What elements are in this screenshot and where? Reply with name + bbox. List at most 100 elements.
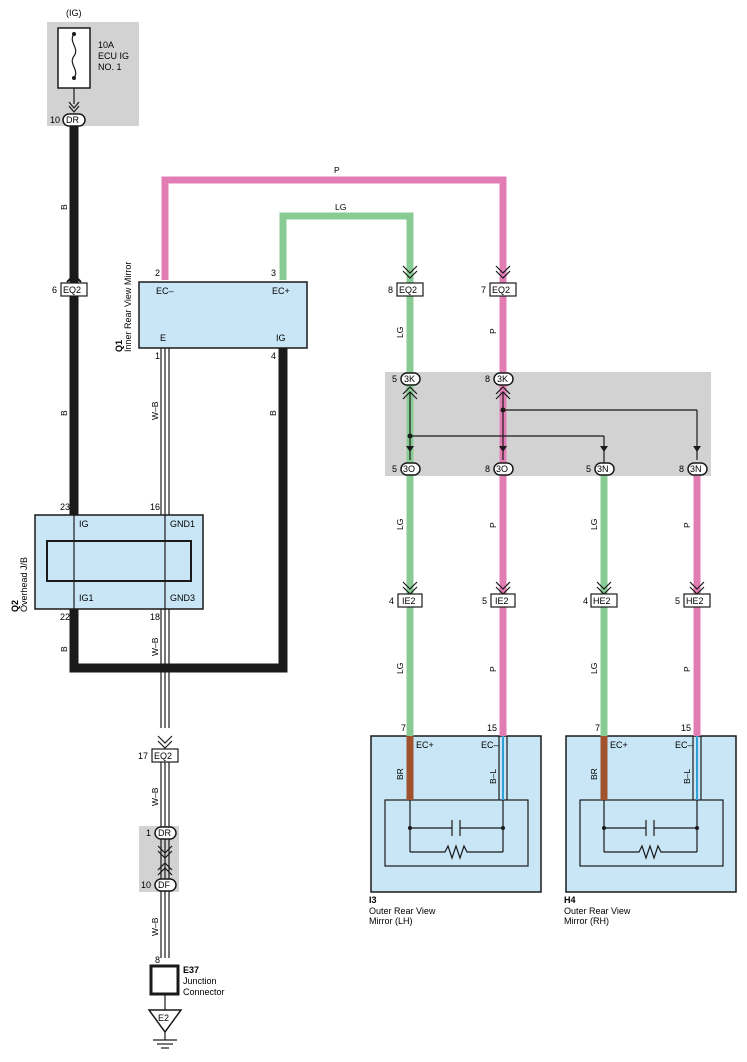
q2-term-ig1: IG1 bbox=[79, 593, 94, 603]
label-bl-rh: B–L bbox=[682, 769, 692, 784]
svg-text:3O: 3O bbox=[403, 464, 415, 474]
label-b-4: B bbox=[268, 410, 278, 416]
junction-area bbox=[385, 372, 711, 476]
svg-text:8: 8 bbox=[679, 464, 684, 474]
label-wb-1: W–B bbox=[150, 401, 160, 420]
q2-code: Q2 bbox=[10, 600, 20, 612]
svg-text:EQ2: EQ2 bbox=[63, 285, 81, 295]
fuse-amp: 10A bbox=[98, 40, 114, 50]
label-lg-top: LG bbox=[335, 202, 346, 212]
svg-text:3K: 3K bbox=[404, 374, 415, 384]
connector-dr: DR 1 bbox=[146, 826, 177, 840]
e37-name2: Connector bbox=[183, 987, 225, 997]
svg-text:3N: 3N bbox=[690, 464, 702, 474]
q2-component bbox=[34, 514, 204, 610]
label-lg-2: LG bbox=[395, 519, 405, 530]
e37-name1: Junction bbox=[183, 976, 217, 986]
q2-pin-gnd1: 16 bbox=[150, 502, 160, 512]
q1-code: Q1 bbox=[114, 340, 124, 352]
connector-ie2-lg: IE2 4 bbox=[389, 593, 423, 608]
label-b-1: B bbox=[59, 204, 69, 210]
connector-eq2-wb: EQ2 17 bbox=[138, 748, 179, 763]
svg-text:3O: 3O bbox=[496, 464, 508, 474]
q1-term-ec-plus: EC+ bbox=[272, 286, 290, 296]
svg-text:10: 10 bbox=[141, 880, 151, 890]
q1-term-ig: IG bbox=[276, 333, 286, 343]
h4-pin-ec-minus: 15 bbox=[681, 723, 691, 733]
wire-bl-rh bbox=[692, 736, 702, 800]
connector-3k-lg: 3K 5 bbox=[392, 372, 421, 386]
label-wb-4: W–B bbox=[150, 917, 160, 936]
q1-component bbox=[138, 281, 308, 349]
svg-text:IE2: IE2 bbox=[402, 596, 416, 606]
connector-dr-top: DR 10 bbox=[50, 113, 86, 127]
connector-3o-p: 3O 8 bbox=[485, 462, 514, 476]
label-p-2: P bbox=[488, 522, 498, 528]
h4-term-ec-plus: EC+ bbox=[610, 740, 628, 750]
label-p-top: P bbox=[334, 165, 340, 175]
connector-ie2-p: IE2 5 bbox=[482, 593, 516, 608]
h4-name2: Mirror (RH) bbox=[564, 916, 609, 926]
svg-text:10: 10 bbox=[50, 115, 60, 125]
h4-component bbox=[565, 735, 737, 893]
power-supply-label: (IG) bbox=[66, 8, 82, 18]
i3-code: I3 bbox=[369, 895, 377, 905]
svg-text:3N: 3N bbox=[597, 464, 609, 474]
label-p-4: P bbox=[488, 666, 498, 672]
fuse-name2: NO. 1 bbox=[98, 62, 122, 72]
label-wb-3: W–B bbox=[150, 787, 160, 806]
svg-text:8: 8 bbox=[485, 374, 490, 384]
label-lg-4: LG bbox=[395, 663, 405, 674]
connector-eq2-lg: EQ2 8 bbox=[388, 282, 424, 297]
svg-text:HE2: HE2 bbox=[686, 596, 704, 606]
i3-component bbox=[370, 735, 542, 893]
h4-code: H4 bbox=[564, 895, 576, 905]
connector-3k-p: 3K 8 bbox=[485, 372, 514, 386]
q1-pin-ec-minus: 2 bbox=[155, 268, 160, 278]
svg-text:6: 6 bbox=[52, 285, 57, 295]
svg-text:5: 5 bbox=[392, 464, 397, 474]
q1-term-e: E bbox=[160, 333, 166, 343]
q2-pin-gnd3: 18 bbox=[150, 612, 160, 622]
svg-text:8: 8 bbox=[485, 464, 490, 474]
svg-text:4: 4 bbox=[389, 596, 394, 606]
connector-3o-lg: 3O 5 bbox=[392, 462, 421, 476]
q2-term-ig: IG bbox=[79, 519, 89, 529]
svg-text:7: 7 bbox=[481, 285, 486, 295]
connector-df: DF 10 bbox=[141, 878, 177, 892]
svg-text:IE2: IE2 bbox=[495, 596, 509, 606]
label-lg-5: LG bbox=[589, 663, 599, 674]
e37-junction-connector bbox=[149, 964, 180, 996]
label-b-2: B bbox=[59, 410, 69, 416]
i3-term-ec-plus: EC+ bbox=[416, 740, 434, 750]
q2-term-gnd1: GND1 bbox=[170, 519, 195, 529]
svg-text:EQ2: EQ2 bbox=[154, 751, 172, 761]
q2-term-gnd3: GND3 bbox=[170, 593, 195, 603]
q2-pin-ig1: 22 bbox=[60, 612, 70, 622]
h4-name1: Outer Rear View bbox=[564, 906, 631, 916]
label-b-3: B bbox=[59, 646, 69, 652]
q1-pin-ig: 4 bbox=[271, 351, 276, 361]
q2-pin-ig: 23 bbox=[60, 502, 70, 512]
fuse-element-icon bbox=[71, 33, 77, 79]
svg-text:8: 8 bbox=[388, 285, 393, 295]
h4-term-ec-minus: EC– bbox=[675, 740, 693, 750]
label-wb-2: W–B bbox=[150, 637, 160, 656]
connector-eq2-b: EQ2 6 bbox=[52, 282, 88, 297]
q1-term-ec-minus: EC– bbox=[156, 286, 174, 296]
label-br-lh: BR bbox=[395, 768, 405, 780]
ground-triangle-icon bbox=[147, 1009, 183, 1034]
connector-he2-p: HE2 5 bbox=[675, 593, 711, 608]
connector-he2-lg: HE2 4 bbox=[583, 593, 618, 608]
e37-pin: 8 bbox=[155, 955, 160, 965]
i3-term-ec-minus: EC– bbox=[481, 740, 499, 750]
connector-eq2-p: EQ2 7 bbox=[481, 282, 517, 297]
svg-text:DR: DR bbox=[66, 115, 79, 125]
label-p-3: P bbox=[682, 522, 692, 528]
label-lg-1: LG bbox=[395, 327, 405, 338]
ground-icon bbox=[153, 1032, 177, 1049]
q1-name: Inner Rear View Mirror bbox=[123, 262, 133, 352]
svg-text:DR: DR bbox=[158, 828, 171, 838]
q2-name: Overhead J/B bbox=[19, 557, 29, 612]
